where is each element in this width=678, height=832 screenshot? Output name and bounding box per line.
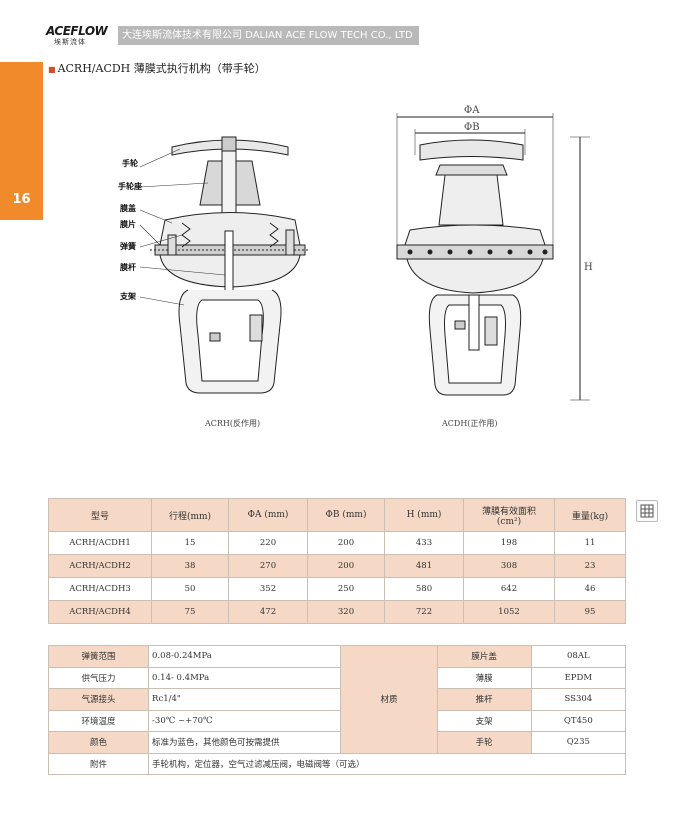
- cell: 352: [228, 577, 308, 601]
- model-spec-table: 型号 行程(mm) ΦA (mm) ΦB (mm) H (mm) 薄膜有效面积 …: [48, 498, 626, 624]
- table-row: ACRH/ACDH2 38 270 200 481 308 23: [48, 554, 626, 578]
- callout-handwheel: 手轮: [122, 158, 138, 168]
- callout-yoke: 支架: [120, 291, 136, 301]
- cell: 580: [384, 577, 464, 601]
- callout-diaphragm: 膜片: [120, 219, 136, 229]
- table-header-row: 型号 行程(mm) ΦA (mm) ΦB (mm) H (mm) 薄膜有效面积 …: [48, 498, 626, 532]
- dim-h: H: [584, 262, 593, 273]
- value-diaphragm-cover: 08AL: [530, 645, 627, 668]
- side-tab-title: 调节阀: [40, 92, 55, 137]
- cell: 95: [554, 600, 626, 624]
- cell: 23: [554, 554, 626, 578]
- table-row: 气源接头 Rc1/4" 推杆 SS304: [47, 688, 627, 711]
- logo-text: ACEFLOW: [46, 24, 108, 38]
- cell: 250: [307, 577, 385, 601]
- section-title: ■ACRH/ACDH 薄膜式执行机构（带手轮）: [48, 60, 266, 76]
- label-color: 颜色: [47, 731, 150, 754]
- acrh-drawing: [139, 136, 310, 394]
- table-row: 环境温度 -30℃ ~+70℃ 支架 QT450: [47, 709, 627, 732]
- label-membrane: 薄膜: [436, 666, 532, 689]
- logo-subtext: 埃斯流体: [54, 38, 86, 46]
- label-supply-pressure: 供气压力: [47, 666, 150, 689]
- label-ambient-temp: 环境温度: [47, 709, 150, 732]
- cell: 46: [554, 577, 626, 601]
- cell: 270: [228, 554, 308, 578]
- value-spring-range: 0.08-0.24MPa: [148, 645, 342, 668]
- cell: 481: [384, 554, 464, 578]
- header-area-line2: (cm²): [496, 516, 522, 527]
- value-handwheel: Q235: [530, 731, 627, 754]
- label-spring-range: 弹簧范围: [47, 645, 150, 668]
- side-tab: 调节阀 16: [0, 62, 55, 220]
- material-header: 材质: [340, 645, 438, 754]
- cell: ACRH/ACDH4: [48, 600, 152, 624]
- company-name-bar: 大连埃斯流体技术有限公司 DALIAN ACE FLOW TECH CO., L…: [118, 26, 419, 45]
- cell: 50: [151, 577, 229, 601]
- cell: 433: [384, 531, 464, 555]
- callout-handwheel-seat: 手轮座: [118, 181, 142, 191]
- value-accessories: 手轮机构，定位器，空气过滤减压阀，电磁阀等（可选）: [148, 752, 626, 775]
- table-row: 颜色 标准为蓝色，其他颜色可按需提供 手轮 Q235: [47, 731, 627, 754]
- company-logo: ACEFLOW 埃斯流体: [46, 24, 110, 46]
- cell: ACRH/ACDH3: [48, 577, 152, 601]
- table-row: ACRH/ACDH3 50 352 250 580 642 46: [48, 577, 626, 601]
- cell: 642: [463, 577, 555, 601]
- table-row: 供气压力 0.14- 0.4MPa 薄膜 EPDM: [47, 666, 627, 689]
- cell: 1052: [463, 600, 555, 624]
- table-row: ACRH/ACDH1 15 220 200 433 198 11: [48, 531, 626, 555]
- cell: 472: [228, 600, 308, 624]
- acdh-drawing: [396, 113, 590, 401]
- cell: 15: [151, 531, 229, 555]
- value-supply-pressure: 0.14- 0.4MPa: [148, 666, 342, 689]
- cell: 198: [463, 531, 555, 555]
- cell: 11: [554, 531, 626, 555]
- grid-icon[interactable]: [636, 500, 658, 522]
- dim-phi-b: ΦB: [464, 122, 480, 133]
- cell: 308: [463, 554, 555, 578]
- cell: 200: [307, 554, 385, 578]
- cell: 38: [151, 554, 229, 578]
- grid-icon-graphic: [640, 504, 654, 518]
- cell: ACRH/ACDH2: [48, 554, 152, 578]
- section-title-text: ACRH/ACDH 薄膜式执行机构（带手轮）: [57, 62, 266, 75]
- header-weight: 重量(kg): [554, 498, 626, 532]
- bullet-icon: ■: [48, 65, 56, 74]
- table-row: ACRH/ACDH4 75 472 320 722 1052 95: [48, 600, 626, 624]
- dim-phi-a: ΦA: [464, 105, 480, 116]
- header-stroke: 行程(mm): [151, 498, 229, 532]
- header-phi-a: ΦA (mm): [228, 498, 308, 532]
- label-air-connection: 气源接头: [47, 688, 150, 711]
- header-area-line1: 薄膜有效面积: [481, 506, 536, 517]
- caption-acrh: ACRH(反作用): [205, 419, 261, 428]
- caption-acdh: ACDH(正作用): [442, 419, 498, 428]
- value-air-connection: Rc1/4": [148, 688, 342, 711]
- label-accessories: 附件: [47, 752, 150, 775]
- value-push-rod: SS304: [530, 688, 627, 711]
- label-push-rod: 推杆: [436, 688, 532, 711]
- cell: 200: [307, 531, 385, 555]
- header-model: 型号: [48, 498, 152, 532]
- callout-spring: 弹簧: [120, 241, 136, 251]
- value-ambient-temp: -30℃ ~+70℃: [148, 709, 342, 732]
- header-area: 薄膜有效面积 (cm²): [463, 498, 555, 532]
- page-number: 16: [12, 192, 31, 207]
- cell: 722: [384, 600, 464, 624]
- cell: 75: [151, 600, 229, 624]
- callout-diaphragm-cover: 膜盖: [120, 203, 136, 213]
- label-handwheel: 手轮: [436, 731, 532, 754]
- technical-spec-table: 弹簧范围 0.08-0.24MPa 材质 膜片盖 08AL 供气压力 0.14-…: [47, 645, 627, 775]
- cell: 220: [228, 531, 308, 555]
- header-phi-b: ΦB (mm): [307, 498, 385, 532]
- table-row: 附件 手轮机构，定位器，空气过滤减压阀，电磁阀等（可选）: [47, 752, 626, 775]
- label-yoke: 支架: [436, 709, 532, 732]
- label-diaphragm-cover: 膜片盖: [436, 645, 532, 668]
- value-yoke: QT450: [530, 709, 627, 732]
- cell: ACRH/ACDH1: [48, 531, 152, 555]
- value-membrane: EPDM: [530, 666, 627, 689]
- value-color: 标准为蓝色，其他颜色可按需提供: [148, 731, 342, 754]
- header-h: H (mm): [384, 498, 464, 532]
- table-row: 弹簧范围 0.08-0.24MPa 材质 膜片盖 08AL: [47, 645, 627, 754]
- cell: 320: [307, 600, 385, 624]
- callout-stem: 膜杆: [120, 262, 136, 272]
